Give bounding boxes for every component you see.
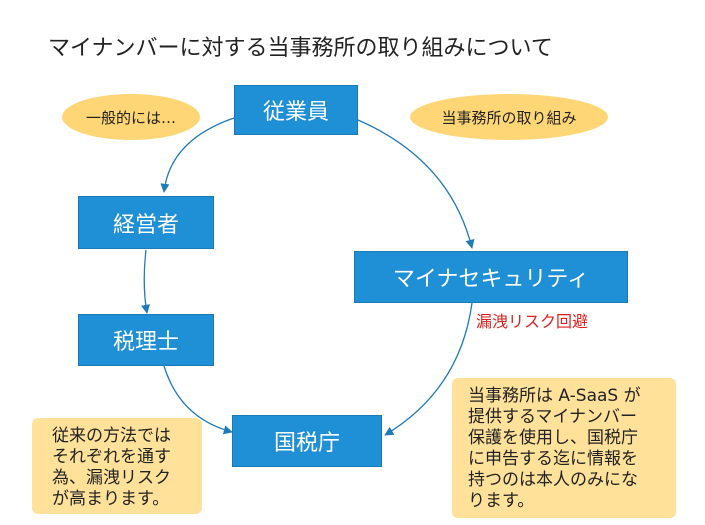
- oval-office-effort: 当事務所の取り組み: [410, 94, 608, 140]
- arrow-manager-to-tax-accountant: [141, 249, 151, 314]
- note-right-line: 持つのは本人のみにな: [468, 470, 638, 490]
- node-tax-agency: 国税庁: [232, 415, 382, 467]
- node-tax-accountant: 税理士: [78, 314, 214, 366]
- note-right-line: ります。: [468, 491, 535, 511]
- note-left-line: が高まります。: [52, 489, 170, 509]
- note-left: 従来の方法では それぞれを通す 為、漏洩リスク が高まります。: [32, 418, 202, 514]
- note-left-line: 為、漏洩リスク: [52, 468, 171, 488]
- page-title: マイナンバーに対する当事務所の取り組みについて: [48, 36, 553, 61]
- note-left-line: 従来の方法では: [52, 426, 171, 446]
- arrow-security-to-tax-agency: [384, 302, 473, 436]
- arrow-employee-to-manager: [160, 117, 235, 193]
- note-right: 当事務所は A-SaaS が 提供するマイナンバー 保護を使用し、国税庁 に申告…: [452, 378, 676, 518]
- arrow-employee-to-security: [357, 119, 475, 249]
- note-right-line: 保護を使用し、国税庁: [468, 428, 638, 448]
- note-right-line: 提供するマイナンバー: [468, 407, 637, 427]
- note-right-line: 当事務所は A-SaaS が: [468, 386, 641, 406]
- note-left-line: それぞれを通す: [52, 447, 171, 467]
- note-right-line: に申告する迄に情報を: [468, 449, 638, 469]
- arrow-tax-accountant-to-tax-agency: [163, 365, 233, 435]
- node-employee: 従業員: [234, 85, 358, 135]
- risk-avoidance-label: 漏洩リスク回避: [476, 312, 589, 331]
- node-security: マイナセキュリティ: [354, 251, 628, 303]
- oval-general: 一般的には…: [62, 94, 200, 140]
- node-manager: 経営者: [78, 196, 214, 249]
